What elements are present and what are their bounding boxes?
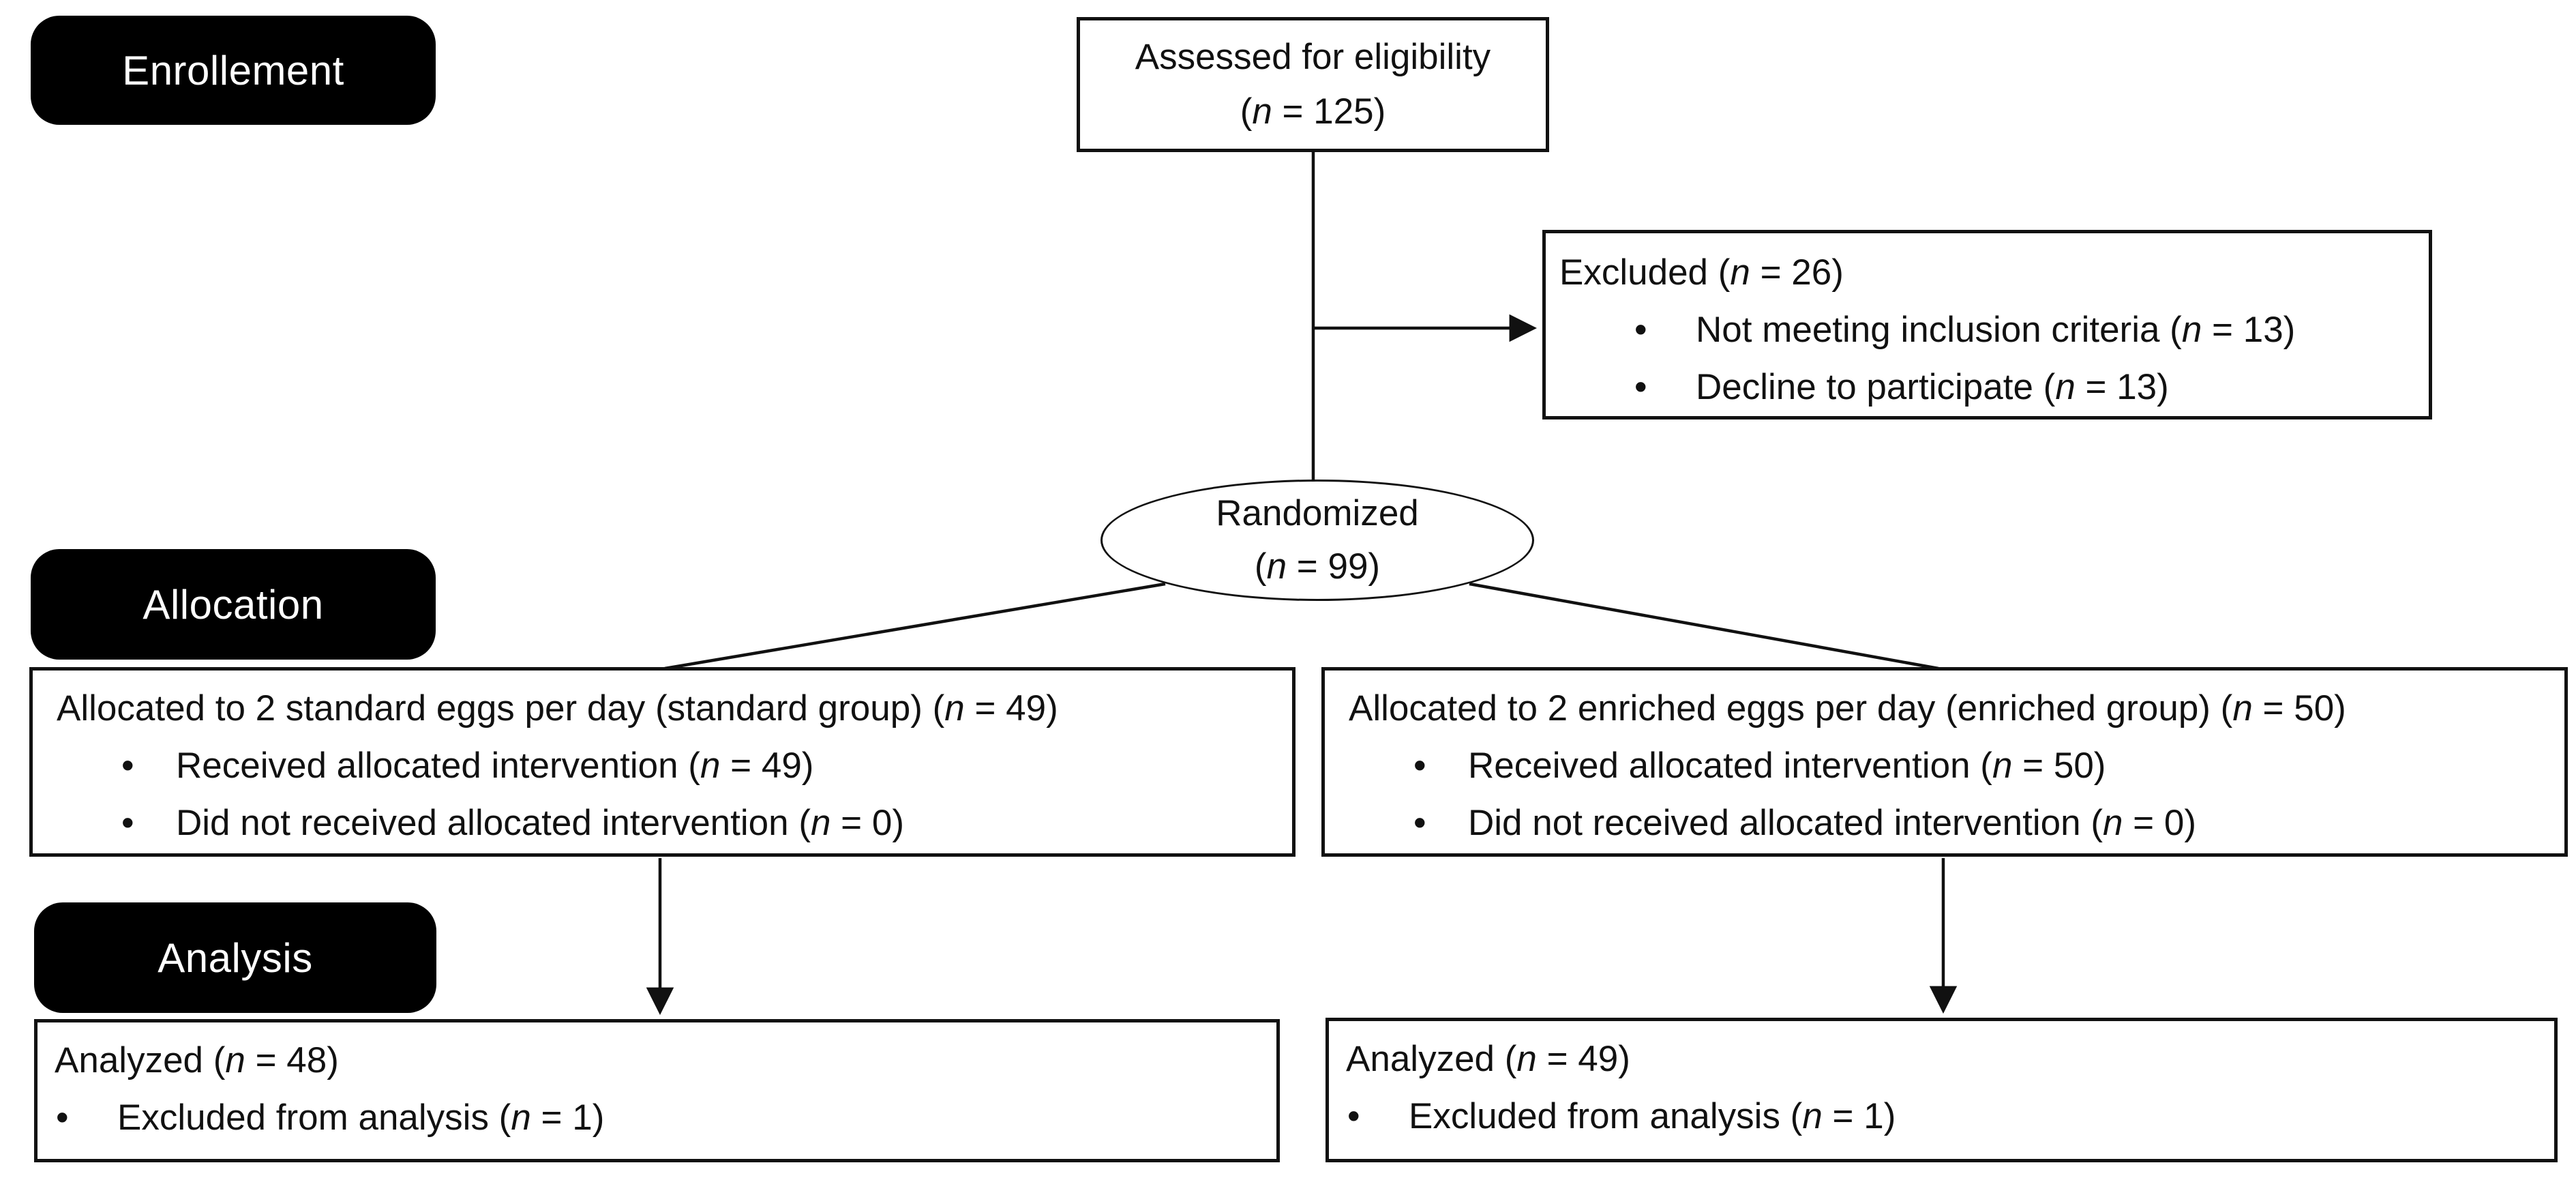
excluded-box: Excluded (n = 26) • Not meeting inclusio… — [1542, 230, 2432, 419]
stage-label-allocation-text: Allocation — [143, 581, 324, 628]
eligibility-box-line1: Assessed for eligibility — [1135, 37, 1491, 77]
randomized-line2: (n = 99) — [1254, 546, 1381, 587]
allocation-left-title: Allocated to 2 standard eggs per day (st… — [57, 688, 1058, 728]
bullet-icon: • — [121, 746, 134, 786]
line-randomized-to-allocation-right — [1469, 582, 1939, 671]
eligibility-box: Assessed for eligibility (n = 125) — [1077, 17, 1549, 152]
analysis-right-content: Analyzed (n = 49) • Excluded from analys… — [1329, 1021, 2554, 1145]
allocation-left-bullet-2: Did not received allocated intervention … — [176, 803, 904, 843]
randomized-ellipse: Randomized (n = 99) — [1100, 480, 1534, 601]
stage-label-analysis-text: Analysis — [158, 934, 313, 981]
allocation-right-content: Allocated to 2 enriched eggs per day (en… — [1325, 671, 2564, 852]
excluded-bullet-row: • Decline to participate (n = 13) — [1634, 359, 2412, 416]
allocation-left-bullet-row: • Did not received allocated interventio… — [121, 795, 1278, 852]
stage-label-enrollment-text: Enrollement — [122, 47, 344, 93]
excluded-box-title: Excluded (n = 26) — [1559, 252, 1844, 293]
allocation-left-bullet-row: • Received allocated intervention (n = 4… — [121, 737, 1278, 795]
analysis-left-title: Analyzed (n = 48) — [55, 1040, 339, 1080]
excluded-bullet-1: Not meeting inclusion criteria (n = 13) — [1696, 310, 2296, 350]
excluded-bullet-row: • Not meeting inclusion criteria (n = 13… — [1634, 301, 2412, 359]
excluded-box-content: Excluded (n = 26) • Not meeting inclusio… — [1546, 233, 2429, 416]
excluded-bullet-2: Decline to participate (n = 13) — [1696, 367, 2169, 407]
allocation-left-box: Allocated to 2 standard eggs per day (st… — [29, 667, 1296, 857]
bullet-icon: • — [121, 803, 134, 843]
stage-label-enrollment: Enrollement — [31, 16, 436, 125]
analysis-left-bullet-1: Excluded from analysis (n = 1) — [117, 1098, 605, 1138]
bullet-icon: • — [1634, 310, 1647, 350]
line-randomized-to-allocation-left — [664, 582, 1166, 671]
bullet-icon: • — [1413, 746, 1426, 786]
analysis-right-bullet-1: Excluded from analysis (n = 1) — [1409, 1096, 1896, 1136]
analysis-left-box: Analyzed (n = 48) • Excluded from analys… — [34, 1019, 1280, 1162]
bullet-icon: • — [1413, 803, 1426, 843]
analysis-left-content: Analyzed (n = 48) • Excluded from analys… — [38, 1022, 1276, 1147]
stage-label-allocation: Allocation — [31, 549, 436, 660]
allocation-left-bullet-1: Received allocated intervention (n = 49) — [176, 746, 814, 786]
analysis-right-box: Analyzed (n = 49) • Excluded from analys… — [1326, 1018, 2558, 1162]
allocation-right-bullet-2: Did not received allocated intervention … — [1468, 803, 2196, 843]
analysis-right-bullet-row: • Excluded from analysis (n = 1) — [1347, 1088, 2541, 1145]
analysis-right-title: Analyzed (n = 49) — [1346, 1039, 1630, 1079]
bullet-icon: • — [1634, 367, 1647, 407]
analysis-left-bullet-row: • Excluded from analysis (n = 1) — [56, 1089, 1263, 1147]
stage-label-analysis: Analysis — [34, 902, 436, 1013]
bullet-icon: • — [56, 1098, 69, 1138]
allocation-right-bullet-1: Received allocated intervention (n = 50) — [1468, 746, 2106, 786]
allocation-right-box: Allocated to 2 enriched eggs per day (en… — [1321, 667, 2568, 857]
allocation-right-title: Allocated to 2 enriched eggs per day (en… — [1349, 688, 2346, 728]
allocation-left-content: Allocated to 2 standard eggs per day (st… — [33, 671, 1292, 852]
bullet-icon: • — [1347, 1096, 1360, 1136]
eligibility-box-line2: (n = 125) — [1240, 91, 1386, 132]
allocation-right-bullet-row: • Received allocated intervention (n = 5… — [1413, 737, 2551, 795]
allocation-right-bullet-row: • Did not received allocated interventio… — [1413, 795, 2551, 852]
randomized-line1: Randomized — [1216, 493, 1419, 533]
